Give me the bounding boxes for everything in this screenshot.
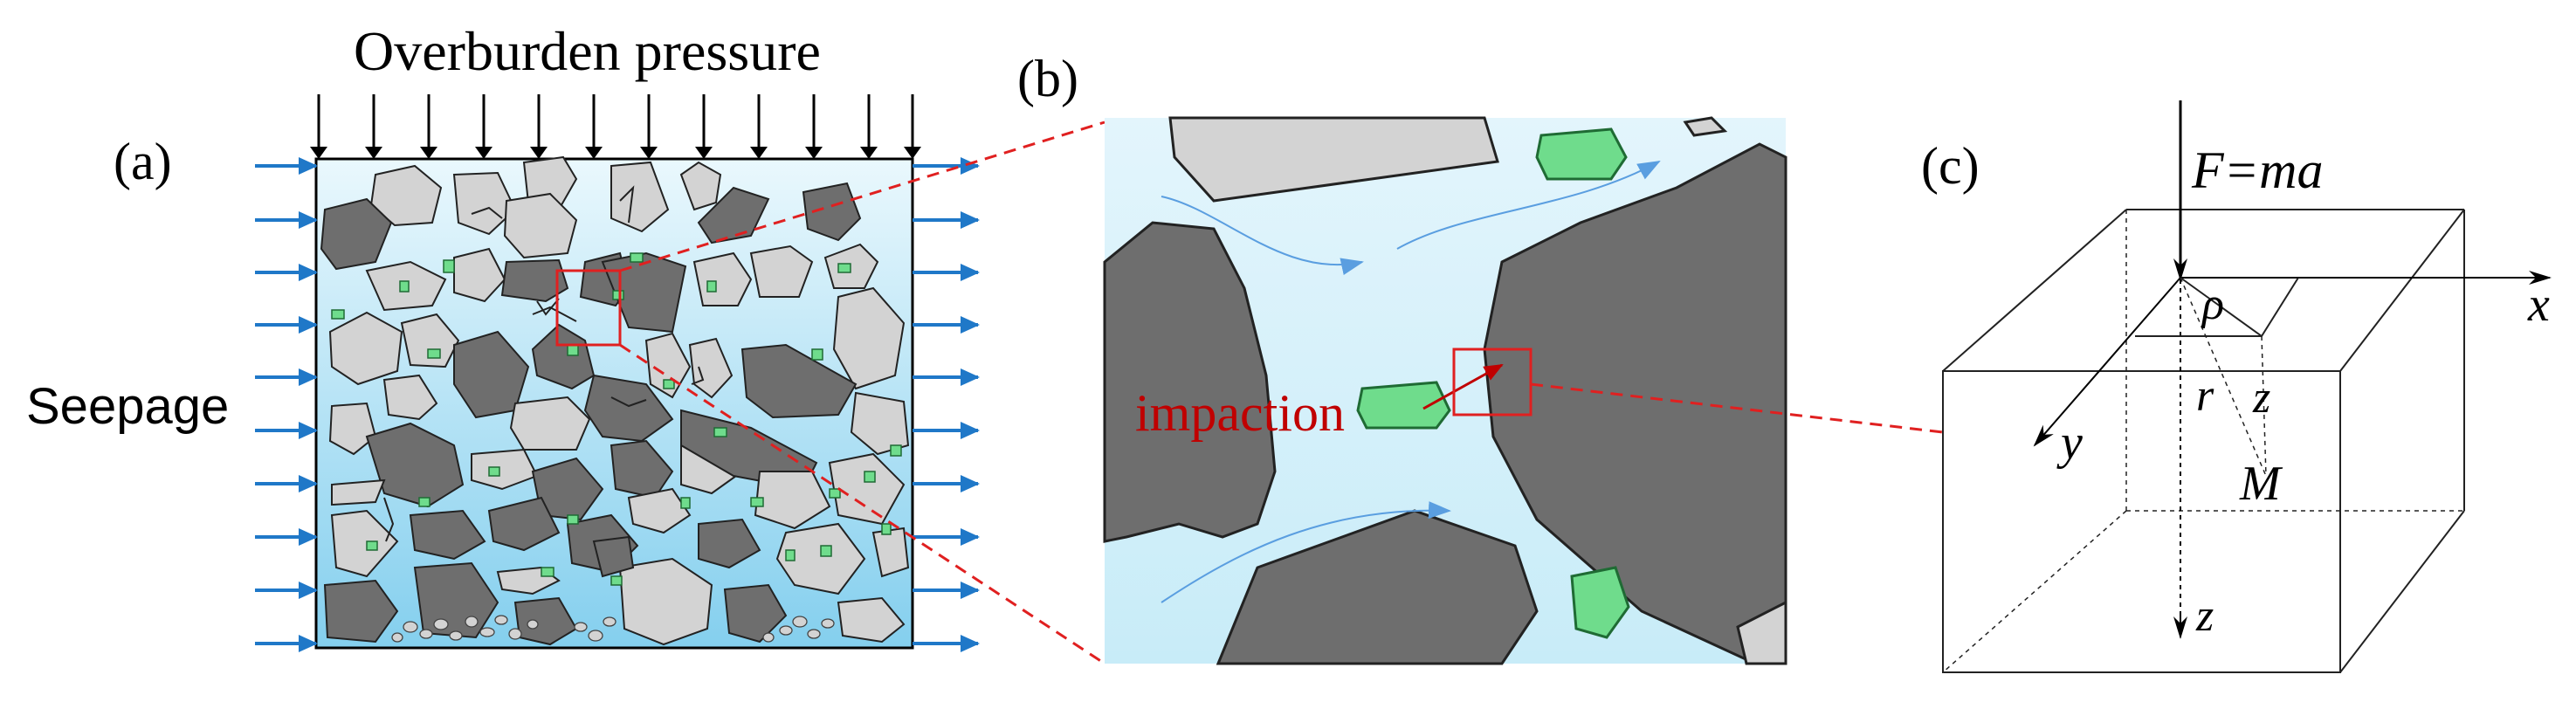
seepage-arrows-right xyxy=(913,157,980,652)
y-axis xyxy=(2033,277,2181,447)
impaction-label: impaction xyxy=(1135,384,1345,442)
force-label: F=ma xyxy=(2191,141,2323,199)
callout-lines-ab xyxy=(619,120,1105,665)
rock-cracks xyxy=(383,185,705,542)
polar-dashed xyxy=(2180,277,2267,477)
gravel-bottom xyxy=(391,615,835,643)
impaction-arrow xyxy=(1422,363,1504,410)
z-axis-label: z xyxy=(2195,591,2214,641)
rock-particles xyxy=(320,155,910,646)
overburden-arrowheads xyxy=(310,147,921,159)
overburden-title: Overburden pressure xyxy=(354,20,821,82)
panel-c: (c) F=ma x y z xyxy=(1921,100,2552,673)
cube-hidden-edges xyxy=(1942,210,2464,673)
seepage-label: Seepage xyxy=(26,378,229,435)
fine-particles xyxy=(331,252,902,586)
point-m-label: M xyxy=(2239,457,2283,511)
panel-b: (b) impaction xyxy=(1017,50,1787,665)
panel-a-label: (a) xyxy=(114,133,172,190)
panel-b-fines xyxy=(1356,127,1630,639)
panel-b-rocks xyxy=(1103,116,1787,665)
flow-lines xyxy=(1161,161,1661,603)
impaction-box xyxy=(1452,348,1533,416)
zoom-box-a xyxy=(555,269,622,347)
rho-label: ρ xyxy=(2201,279,2224,329)
y-axis-label: y xyxy=(2056,416,2083,470)
panel-c-label: (c) xyxy=(1921,137,1980,195)
callout-line-bc xyxy=(1530,382,1944,434)
panel-b-label: (b) xyxy=(1017,50,1078,107)
r-label: r xyxy=(2196,371,2214,421)
x-axis-label: x xyxy=(2527,278,2550,332)
overburden-arrows xyxy=(317,94,914,155)
z-small-label: z xyxy=(2252,373,2270,423)
panel-a: (a) Overburden pressure Seepage xyxy=(26,20,980,652)
cube xyxy=(1942,209,2465,673)
seepage-arrows-left xyxy=(255,157,318,652)
